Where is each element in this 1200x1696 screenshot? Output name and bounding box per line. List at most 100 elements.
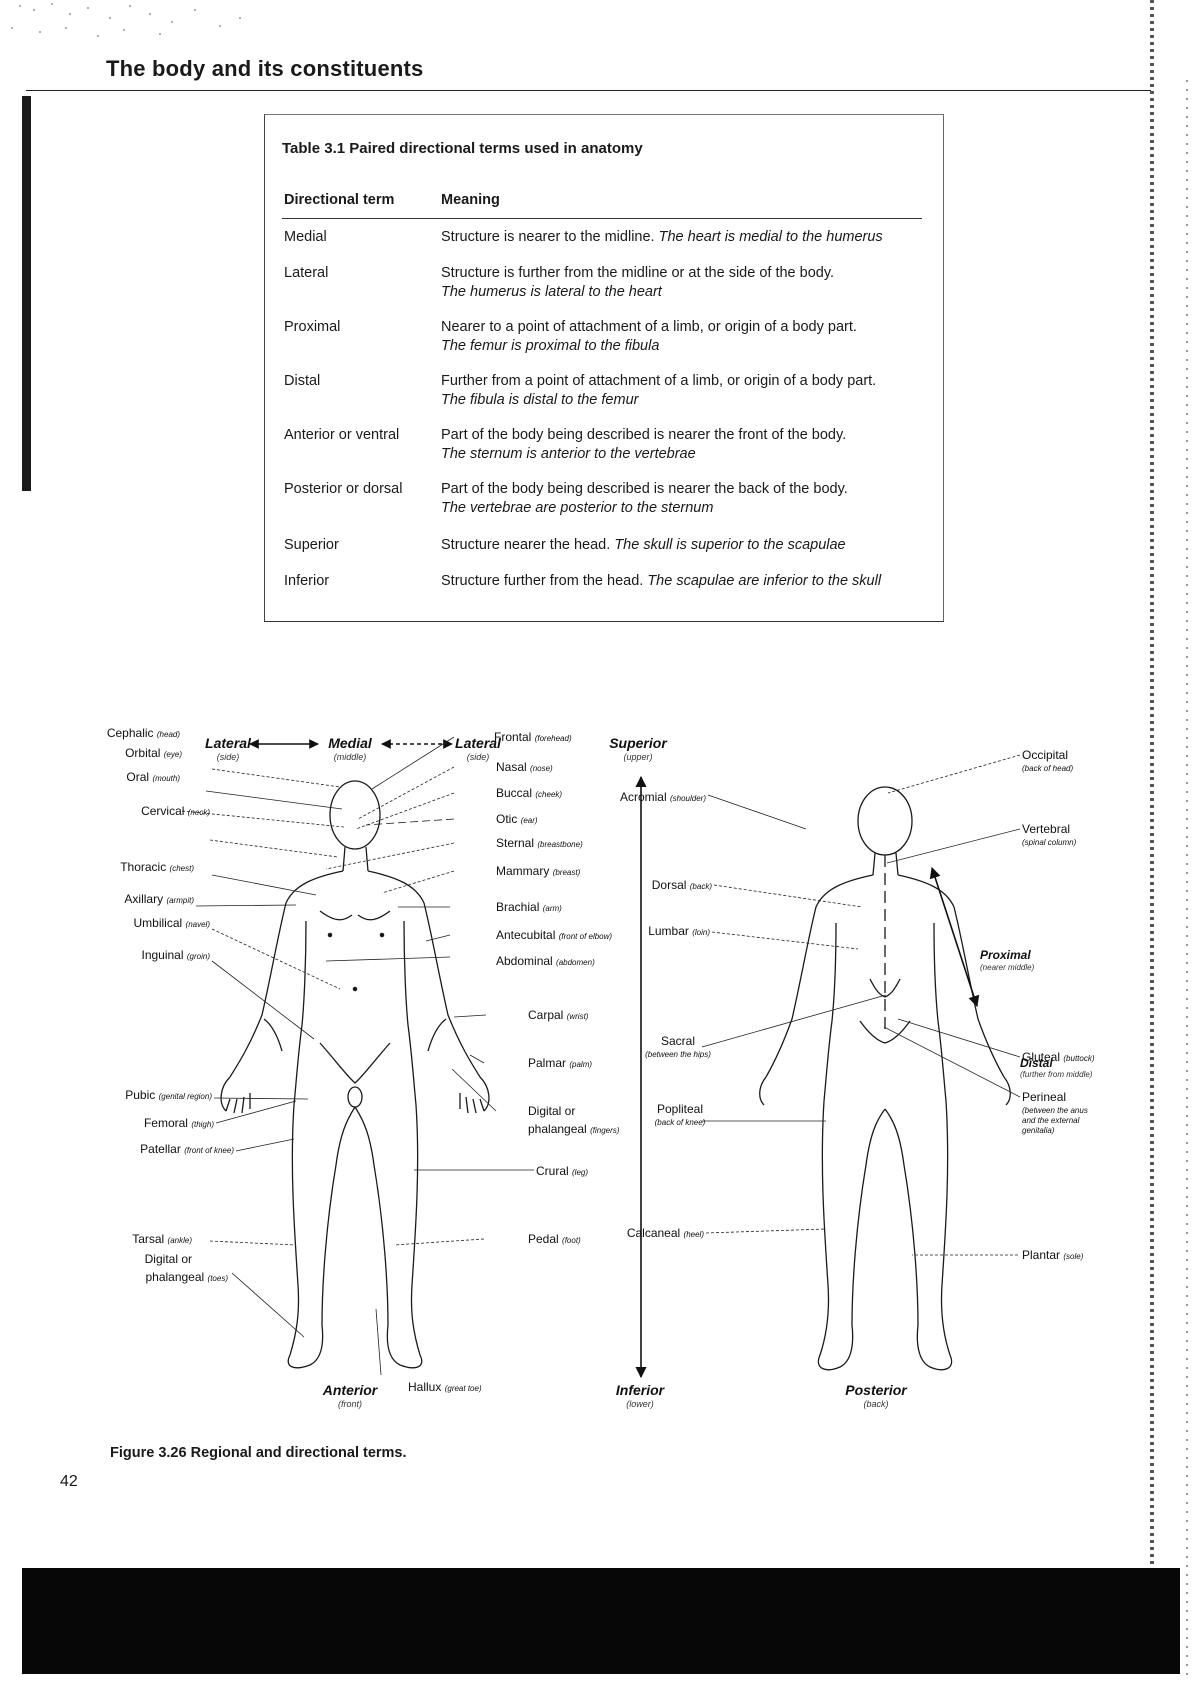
label-hallux: Hallux (great toe)	[408, 1380, 482, 1394]
direction-sub: (side)	[217, 752, 240, 762]
row-example: The fibula is distal to the femur	[441, 392, 639, 408]
label-thoracic: Thoracic (chest)	[120, 860, 194, 874]
label-perineal-sub-3: genitalia)	[1022, 1126, 1055, 1135]
label-inguinal: Inguinal (groin)	[141, 948, 210, 962]
label-digital-fingers-2: phalangeal (fingers)	[528, 1122, 620, 1136]
direction-sub: (middle)	[334, 752, 367, 762]
row-meaning: Further from a point of attachment of a …	[441, 373, 877, 408]
direction-posterior: Posterior	[845, 1382, 908, 1398]
label-cephalic: Cephalic (head)	[107, 726, 181, 740]
direction-sub: (side)	[467, 752, 490, 762]
label-nasal: Nasal (nose)	[496, 760, 553, 774]
label-digital-toes-1: Digital or	[145, 1252, 192, 1266]
label-perineal: Perineal	[1022, 1090, 1066, 1104]
label-dorsal: Dorsal (back)	[652, 878, 713, 892]
running-title: The body and its constituents	[106, 56, 424, 81]
label-orbital: Orbital (eye)	[125, 746, 182, 760]
direction-lateral-left: Lateral	[205, 735, 252, 751]
direction-sub: (nearer middle)	[980, 963, 1035, 972]
row-meaning: Part of the body being described is near…	[441, 481, 848, 516]
label-pedal: Pedal (foot)	[528, 1232, 581, 1246]
row-example: The vertebrae are posterior to the stern…	[441, 500, 714, 516]
direction-superior: Superior	[609, 735, 668, 751]
front-leader-lines	[181, 736, 534, 1376]
label-digital-fingers-1: Digital or	[528, 1104, 575, 1118]
label-popliteal: Popliteal	[657, 1102, 703, 1116]
label-umbilical: Umbilical (navel)	[134, 916, 211, 930]
label-tarsal: Tarsal (ankle)	[132, 1232, 192, 1246]
direction-sub: (upper)	[623, 752, 652, 762]
label-patellar: Patellar (front of knee)	[140, 1142, 234, 1156]
column-header-term: Directional term	[284, 192, 395, 208]
margin-bar	[22, 96, 31, 491]
label-otic: Otic (ear)	[496, 812, 538, 826]
label-plantar: Plantar (sole)	[1022, 1248, 1084, 1262]
direction-distal: Distal	[1020, 1056, 1053, 1070]
row-example: The sternum is anterior to the vertebrae	[441, 446, 696, 462]
front-left-label-group: Cephalic (head) Orbital (eye) Oral (mout…	[107, 726, 234, 1284]
label-acromial: Acromial (shoulder)	[620, 790, 706, 804]
row-term: Distal	[284, 373, 321, 389]
page-edge-shadow-outer	[1186, 80, 1188, 1680]
label-cervical: Cervical (neck)	[141, 804, 210, 818]
table-frame	[264, 114, 944, 622]
row-meaning: Structure nearer the head. The skull is …	[441, 537, 846, 553]
row-term: Lateral	[284, 265, 329, 281]
back-left-label-group: Acromial (shoulder) Dorsal (back) Lumbar…	[620, 790, 712, 1240]
header-rule	[26, 90, 1151, 91]
figure-caption-text: Regional and directional terms.	[190, 1445, 407, 1461]
label-palmar: Palmar (palm)	[528, 1056, 592, 1070]
row-meaning: Structure is further from the midline or…	[441, 265, 835, 300]
row-term: Posterior or dorsal	[284, 481, 403, 497]
row-term: Anterior or ventral	[284, 427, 400, 443]
proximal-distal-arrow	[929, 866, 980, 1008]
row-term: Inferior	[284, 573, 330, 589]
direction-proximal: Proximal	[980, 948, 1031, 962]
table-caption: Table 3.1 Paired directional terms used …	[282, 140, 643, 157]
row-example: The femur is proximal to the fibula	[441, 338, 660, 354]
scan-dark-band	[22, 1568, 1180, 1674]
direction-anterior: Anterior	[322, 1382, 379, 1398]
label-gluteal: Gluteal (buttock)	[1022, 1050, 1095, 1064]
label-axillary: Axillary (armpit)	[124, 892, 194, 906]
label-perineal-sub-1: (between the anus	[1022, 1106, 1088, 1115]
label-buccal: Buccal (cheek)	[496, 786, 562, 800]
label-antecubital: Antecubital (front of elbow)	[496, 928, 612, 942]
label-pubic: Pubic (genital region)	[125, 1088, 212, 1102]
label-occipital-sub: (back of head)	[1022, 764, 1073, 773]
label-femoral: Femoral (thigh)	[144, 1116, 214, 1130]
label-carpal: Carpal (wrist)	[528, 1008, 589, 1022]
row-meaning: Nearer to a point of attachment of a lim…	[441, 319, 857, 354]
label-perineal-sub-2: and the external	[1022, 1116, 1080, 1125]
row-term: Medial	[284, 229, 327, 245]
label-digital-toes-2: phalangeal (toes)	[145, 1270, 228, 1284]
row-example: The humerus is lateral to the heart	[441, 284, 662, 300]
front-right-label-group: Frontal (forehead) Nasal (nose) Buccal (…	[494, 730, 620, 1246]
scan-noise	[11, 3, 241, 37]
label-crural: Crural (leg)	[536, 1164, 588, 1178]
table-header-rule	[282, 218, 922, 219]
anterior-body-figure	[220, 780, 490, 1369]
label-calcaneal: Calcaneal (heel)	[627, 1226, 705, 1240]
label-sacral: Sacral	[661, 1034, 695, 1048]
column-header-meaning: Meaning	[441, 192, 500, 208]
label-vertebral: Vertebral	[1022, 822, 1070, 836]
row-example: The heart is medial to the humerus	[658, 229, 883, 245]
direction-lateral-right: Lateral	[455, 735, 502, 751]
figure-caption: Figure 3.26 Regional and directional ter…	[110, 1445, 407, 1461]
row-term: Superior	[284, 537, 339, 553]
posterior-body-figure	[759, 786, 1011, 1371]
label-oral: Oral (mouth)	[126, 770, 180, 784]
row-term: Proximal	[284, 319, 341, 335]
direction-sub: (further from middle)	[1020, 1070, 1093, 1079]
row-example: The skull is superior to the scapulae	[614, 537, 846, 553]
page-edge-shadow	[1150, 0, 1154, 1600]
direction-inferior: Inferior	[616, 1382, 666, 1398]
row-meaning: Structure further from the head. The sca…	[441, 573, 882, 589]
label-sternal: Sternal (breastbone)	[496, 836, 583, 850]
label-vertebral-sub: (spinal column)	[1022, 838, 1077, 847]
regional-terms-figure: Lateral Medial Lateral Superior (side) (…	[107, 726, 1095, 1409]
label-occipital: Occipital	[1022, 748, 1068, 762]
figure-caption-label: Figure 3.26	[110, 1445, 187, 1461]
direction-sub: (lower)	[626, 1399, 654, 1409]
